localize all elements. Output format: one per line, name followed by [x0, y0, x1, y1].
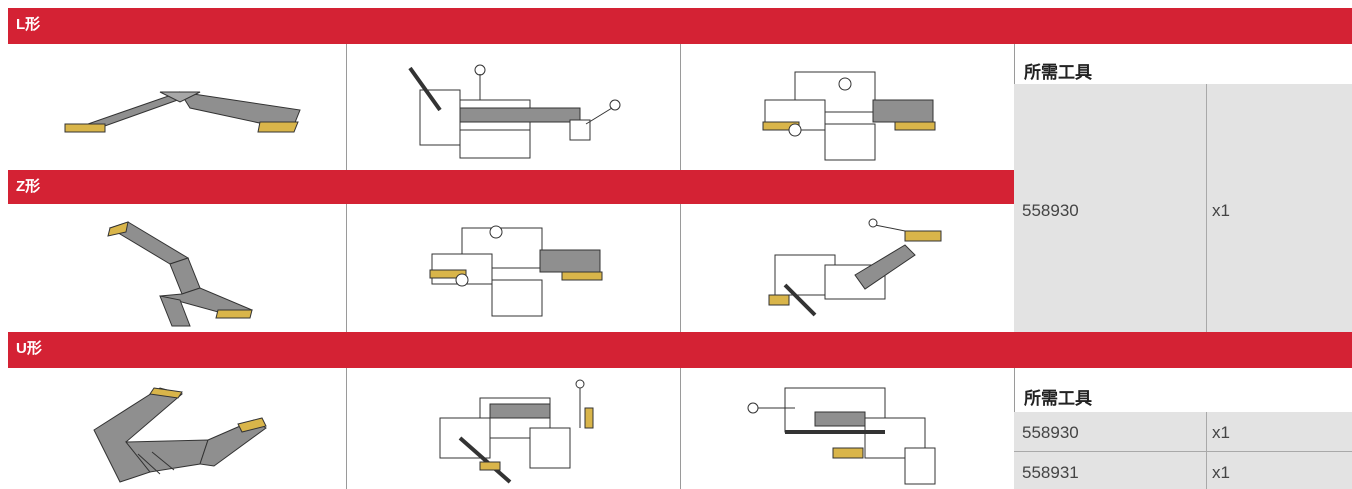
z-shape-cable-illustration [107, 221, 254, 327]
l-shape-cable-illustration [64, 91, 301, 133]
column-divider [346, 44, 347, 170]
bending-tool-illustration [768, 218, 942, 317]
u-shape-cable-illustration [93, 387, 267, 483]
table-divider [1014, 451, 1352, 452]
bending-tool-illustration [439, 379, 594, 484]
part-number: 558930 [1022, 423, 1079, 442]
column-divider [680, 44, 681, 170]
part-number: 558930 [1022, 201, 1079, 220]
bending-tool-illustration [408, 64, 621, 159]
column-divider [346, 368, 347, 489]
quantity: x1 [1212, 463, 1230, 482]
quantity: x1 [1212, 423, 1230, 442]
section-header-u-shape: U形 [8, 332, 1352, 368]
section-header-z-shape: Z形 [8, 170, 1014, 204]
column-divider [680, 368, 681, 489]
bending-tool-illustration [762, 71, 936, 161]
tool-table-header: 所需工具 [1024, 63, 1092, 82]
section-title: L形 [16, 16, 41, 33]
bending-tool-illustration [747, 387, 936, 485]
table-divider [1206, 412, 1207, 489]
table-divider [1206, 84, 1207, 332]
column-divider [346, 204, 347, 332]
tool-table [1014, 84, 1352, 332]
part-number: 558931 [1022, 463, 1079, 482]
tool-table-header: 所需工具 [1024, 389, 1092, 408]
tool-table [1014, 412, 1352, 489]
section-title: Z形 [16, 178, 41, 195]
column-divider [680, 204, 681, 332]
bending-tool-illustration [429, 225, 603, 317]
quantity: x1 [1212, 201, 1230, 220]
section-header-l-shape: L形 [8, 8, 1352, 44]
section-title: U形 [16, 340, 42, 357]
